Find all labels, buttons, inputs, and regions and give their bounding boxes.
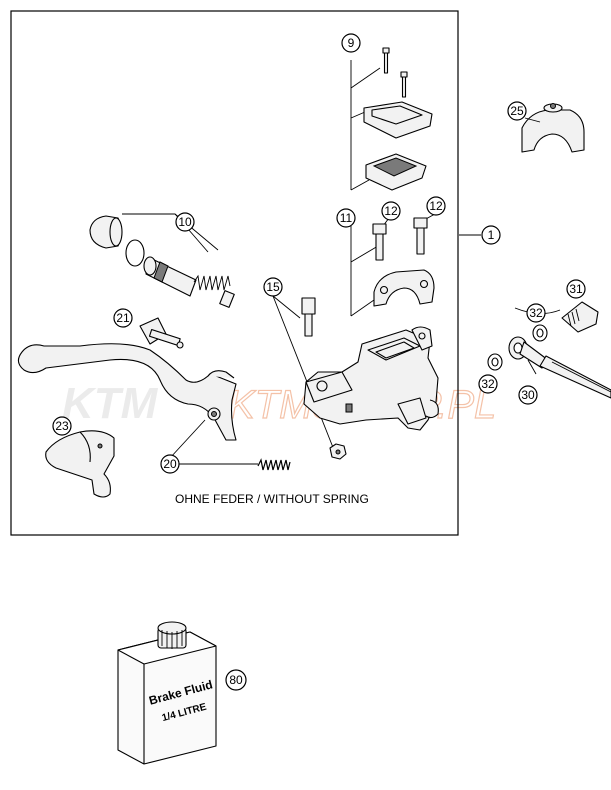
diagram-frame: [10, 10, 459, 536]
svg-text:30: 30: [521, 388, 535, 402]
watermark-ktm: KTM: [62, 379, 159, 428]
pivot-bolt: [301, 297, 316, 337]
brake-hose-group: [487, 301, 611, 399]
callout-25: 25: [507, 101, 527, 121]
svg-text:12: 12: [429, 199, 443, 213]
reservoir-cover-group: [350, 47, 433, 191]
piston-kit-group: [89, 213, 235, 308]
svg-text:80: 80: [229, 673, 243, 687]
callout-1: 1: [481, 225, 501, 245]
svg-text:25: 25: [510, 104, 524, 118]
callout-21: 21: [113, 308, 133, 328]
svg-text:15: 15: [266, 280, 280, 294]
svg-text:32: 32: [529, 306, 543, 320]
svg-text:23: 23: [55, 419, 69, 433]
callout-80: 80: [225, 669, 247, 691]
cover-screw: [400, 71, 408, 98]
callout-32b: 32: [478, 374, 498, 394]
handlebar-clamp-spare: [521, 103, 585, 153]
handlebar-clamp: [373, 269, 435, 307]
callout-10: 10: [175, 212, 195, 232]
pivot-bolt-group: [272, 295, 347, 460]
brake-lever: [17, 343, 237, 441]
cover-screw: [382, 47, 390, 74]
svg-text:10: 10: [178, 215, 192, 229]
clamp-bolt-group: [350, 213, 436, 317]
brake-hose: [508, 336, 611, 399]
svg-text:32: 32: [481, 377, 495, 391]
svg-text:1: 1: [488, 228, 495, 242]
callout-12a: 12: [381, 201, 401, 221]
piston: [143, 256, 197, 297]
master-cylinder: [303, 326, 439, 431]
clamp-bolt: [413, 217, 428, 255]
callout-15: 15: [263, 277, 283, 297]
pivot-nut: [329, 443, 347, 460]
callout-30: 30: [518, 385, 538, 405]
lever-protector: [45, 430, 115, 498]
callout-9: 9: [341, 33, 361, 53]
svg-text:12: 12: [384, 204, 398, 218]
callout-32a: 32: [526, 303, 546, 323]
svg-text:31: 31: [569, 282, 583, 296]
svg-text:20: 20: [163, 457, 177, 471]
lever-adjuster: [139, 317, 184, 349]
circlip: [125, 239, 145, 267]
brake-fluid-bottle: Brake Fluid 1/4 LITRE: [117, 621, 217, 765]
piston-spring: [193, 274, 235, 308]
callout-20: 20: [160, 454, 180, 474]
callout-31: 31: [566, 279, 586, 299]
banjo-bolt: [561, 301, 599, 333]
svg-text:21: 21: [116, 311, 130, 325]
lever-spring: [257, 458, 291, 471]
clamp-bolt: [372, 223, 387, 261]
callout-23: 23: [52, 416, 72, 436]
callout-11: 11: [336, 208, 356, 228]
svg-text:9: 9: [348, 36, 355, 50]
svg-text:11: 11: [340, 211, 353, 225]
frame-caption: OHNE FEDER / WITHOUT SPRING: [175, 492, 369, 506]
callout-12b: 12: [426, 196, 446, 216]
